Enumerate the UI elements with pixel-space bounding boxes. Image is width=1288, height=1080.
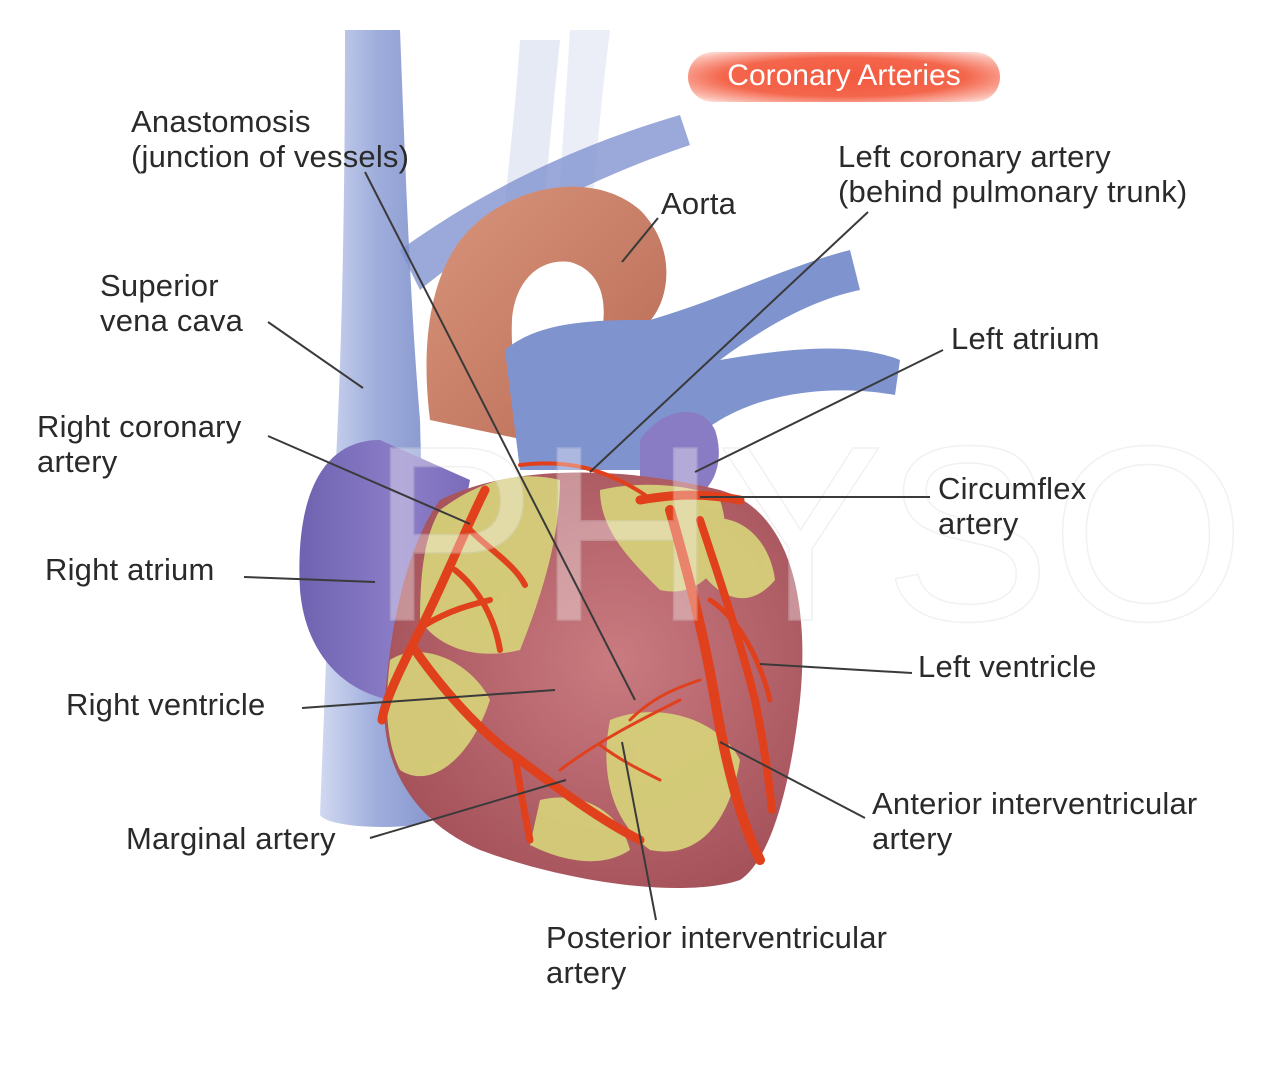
watermark-text: PHYSO [370,394,1245,673]
leader-right-atrium [243,576,376,583]
label-marginal-artery: Marginal artery [126,821,336,856]
label-superior-vena-cava: Superior vena cava [100,268,244,338]
label-left-coronary-artery: Left coronary artery (behind pulmonary t… [838,139,1188,209]
leader-anastomosis [364,171,636,701]
label-aorta: Aorta [661,186,737,221]
label-left-atrium: Left atrium [951,321,1100,356]
leader-aorta [621,217,659,263]
label-left-ventricle: Left ventricle [918,649,1097,684]
label-right-ventricle: Right ventricle [66,687,266,722]
leader-superior-vena-cava [267,321,364,389]
leader-left-ventricle [759,663,913,674]
left-atrium-shape [640,411,719,500]
aorta-shape [426,186,667,440]
leader-posterior-interventricular [621,741,657,921]
leader-right-coronary [267,435,471,525]
title-badge [688,52,1000,102]
label-right-atrium: Right atrium [45,552,215,587]
label-anastomosis: Anastomosis (junction of vessels) [131,104,410,174]
leader-right-ventricle [301,689,556,709]
leader-left-atrium [694,349,944,473]
label-right-coronary-artery: Right coronary artery [37,409,242,479]
label-posterior-interventricular-artery: Posterior interventricular artery [546,920,888,990]
leader-lines [243,171,944,921]
leader-marginal [369,779,567,839]
label-circumflex-artery: Circumflex artery [938,471,1087,541]
leader-anterior-interventricular [719,741,866,819]
diagram-title: Coronary Arteries [727,59,961,92]
pulmonary-trunk-shape [505,250,900,470]
label-anterior-interventricular-artery: Anterior interventricular artery [872,786,1198,856]
leader-left-coronary [589,211,869,473]
